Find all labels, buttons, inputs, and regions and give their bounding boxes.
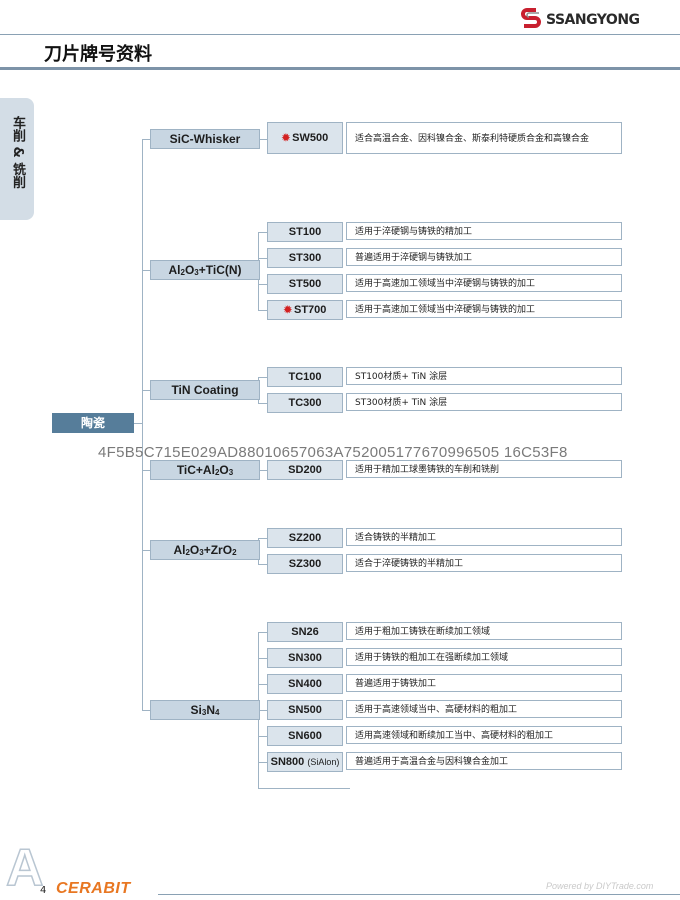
cat-connector [142,710,150,711]
grade-sn400: SN400 [267,674,343,694]
section-letter: A [5,839,44,897]
category-sic-whisker: SiC-Whisker [150,129,260,149]
grade-connector [258,232,267,233]
grade-sn800: SN800 (SiAlon) [267,752,343,772]
grade-connector [258,310,267,311]
category-tin-coating: TiN Coating [150,380,260,400]
grade-description: 适用于高速领域当中、高硬材料的粗加工 [346,700,622,718]
grade-description: ST100材质+ TiN 涂层 [346,367,622,385]
page-number: 4 [40,885,47,896]
category-al2o3-tic: Al2O3+TiC(N) [150,260,260,280]
grade-sz300: SZ300 [267,554,343,574]
grade-connector [258,403,267,404]
grade-description: 适合高温合金、因科镍合金、斯泰利特硬质合金和高镍合金 [346,122,622,154]
grade-sz200: SZ200 [267,528,343,548]
grade-description: 适合于淬硬铸铁的半精加工 [346,554,622,572]
grade-description: 适合铸铁的半精加工 [346,528,622,546]
grade-connector [258,684,267,685]
ssangyong-logo-icon [520,7,542,29]
grade-tc100: TC100 [267,367,343,387]
grade-description: ST300材质+ TiN 涂层 [346,393,622,411]
side-tab-label: 车削 & 铣削 [10,116,25,189]
grade-tc300: TC300 [267,393,343,413]
footer-rule [158,894,680,895]
grade-connector [258,632,267,633]
grade-sn500: SN500 [267,700,343,720]
cat-connector [142,270,150,271]
grade-st500: ST500 [267,274,343,294]
grade-connector [258,470,267,471]
header-top-rule [0,34,680,35]
side-tab: 车削 & 铣削 [0,98,34,220]
grade-sn600: SN600 [267,726,343,746]
cat-connector [142,390,150,391]
grade-st300: ST300 [267,248,343,268]
grade-sd200: SD200 [267,460,343,480]
cat-connector [142,139,150,140]
grade-connector [258,762,267,763]
new-star-icon: ✹ [281,133,291,144]
grade-description: 适用高速领域和断续加工当中、高硬材料的粗加工 [346,726,622,744]
grade-connector [258,538,267,539]
header-rule [0,67,680,70]
grade-description: 适用于高速加工领域当中淬硬钢与铸铁的加工 [346,300,622,318]
cerabit-logo: CERABIT [56,880,131,897]
category-al2o3-zro2: Al2O3+ZrO2 [150,540,260,560]
page-title: 刀片牌号资料 [44,44,152,65]
grade-description: 普遍适用于铸铁加工 [346,674,622,692]
grade-connector [258,658,267,659]
grade-st700: ✹ST700 [267,300,343,320]
new-star-icon: ✹ [283,305,292,316]
grade-description: 适用于淬硬钢与铸铁的精加工 [346,222,622,240]
grade-connector [258,284,267,285]
cat-connector [142,470,150,471]
root-connector [134,423,142,424]
cat-connector [142,550,150,551]
footer-credit: Powered by DIYTrade.com [546,881,654,891]
grade-st100: ST100 [267,222,343,242]
category-si3n4: Si3N4 [150,700,260,720]
root-node-ceramic: 陶瓷 [52,413,134,433]
grade-description: 普遍适用于淬硬钢与铸铁加工 [346,248,622,266]
grade-connector [258,377,267,378]
grade-sn26: SN26 [267,622,343,642]
category-tic-al2o3: TiC+Al2O3 [150,460,260,480]
grade-connector [258,258,267,259]
grade-connector [258,710,267,711]
grade-description: 适用于粗加工铸铁在断续加工领域 [346,622,622,640]
grade-description: 适用于高速加工领域当中淬硬钢与铸铁的加工 [346,274,622,292]
grade-description: 适用于铸铁的粗加工在强断续加工领域 [346,648,622,666]
brand-name: SSANGYONG [546,12,640,28]
grade-connector [258,564,267,565]
grade-sw500: ✹SW500 [267,122,343,154]
grade-description: 普遍适用于高温合金与因科镍合金加工 [346,752,622,770]
grade-description: 适用于精加工球墨铸铁的车削和铣削 [346,460,622,478]
grade-connector [258,139,267,140]
grade-sn300: SN300 [267,648,343,668]
grade-connector [258,736,267,737]
encoded-text: 4F5B5C715E029AD88010657063A7520051776709… [98,444,568,461]
group-end-line [258,788,350,789]
main-trunk-line [142,139,143,710]
